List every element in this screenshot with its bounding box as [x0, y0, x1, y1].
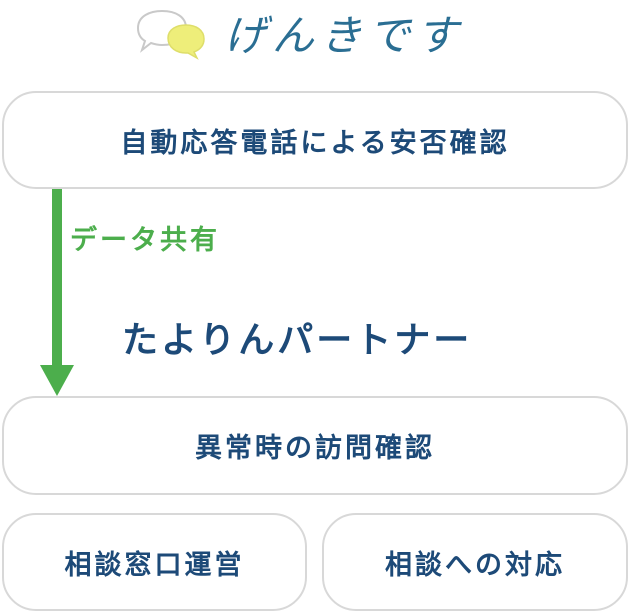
auto-response-check-box: 自動応答電話による安否確認 — [2, 91, 628, 189]
auto-response-check-label: 自動応答電話による安否確認 — [120, 127, 510, 159]
consult-response-box: 相談への対応 — [322, 513, 628, 611]
visit-check-label: 異常時の訪問確認 — [195, 433, 435, 464]
header: げんきです — [134, 0, 464, 62]
consult-response-label: 相談への対応 — [385, 549, 565, 581]
logo-text: げんきです — [224, 10, 465, 60]
speech-bubbles-icon — [136, 9, 205, 60]
partner-label: たよりんパートナー — [122, 320, 473, 361]
visit-check-box: 異常時の訪問確認 — [2, 396, 628, 495]
consult-window-box: 相談窓口運営 — [2, 513, 307, 611]
down-arrow-icon — [40, 189, 74, 396]
consult-window-label: 相談窓口運営 — [64, 549, 245, 581]
data-share-label: データ共有 — [70, 225, 220, 256]
